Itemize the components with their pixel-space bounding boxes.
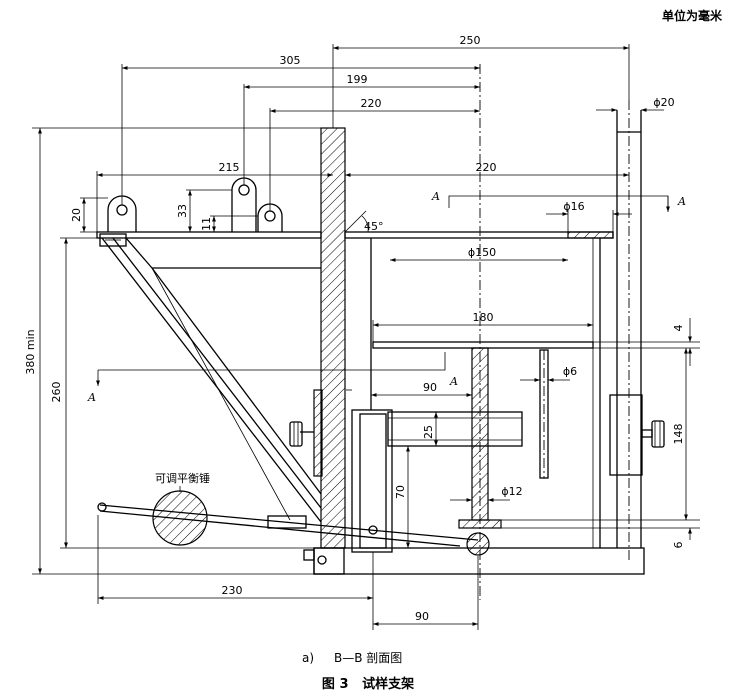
dim-180: 180 [473,311,494,324]
section-mark-a-3: A [449,375,458,388]
section-mark-a-2: A [677,195,686,208]
dim-90-mid: 90 [423,381,437,394]
dim-20: 20 [70,208,83,222]
dim-4: 4 [672,325,685,332]
dimension-lines [32,44,700,630]
figure-title: 图 3 试样支架 [322,676,414,692]
dim-148: 148 [672,424,685,445]
dim-380: 380 min [24,329,37,374]
dim-250: 250 [460,34,481,47]
dim-phi16: ϕ16 [563,200,584,213]
unit-note: 单位为毫米 [662,8,723,23]
section-mark-a-4: A [87,391,96,404]
wall-foot [303,547,345,575]
vertical-wall [320,44,346,549]
dim-45-angle: 45° [364,220,384,233]
counterweight: 可调平衡锤 [152,471,210,546]
dim-phi6: ϕ6 [563,365,577,378]
counterweight-label: 可调平衡锤 [155,471,210,485]
side-rods [370,238,601,548]
section-mark-a-1: A [431,190,440,203]
dim-220-mid: 220 [476,161,497,174]
lug-brackets [107,177,283,232]
dim-phi12: ϕ12 [501,485,522,498]
dim-220-top: 220 [361,97,382,110]
base-plate [32,547,645,575]
dim-33: 33 [176,204,189,218]
dim-305: 305 [280,54,301,67]
mid-plate [372,341,594,349]
dim-phi150: ϕ150 [468,246,496,259]
center-shaft [458,64,502,600]
dim-215: 215 [219,161,240,174]
sleeve-and-pin [289,349,549,553]
top-plate [96,231,614,247]
dim-70: 70 [394,485,407,499]
dim-phi20: ϕ20 [653,96,674,109]
diagonal-brace [101,237,322,523]
dim-230: 230 [222,584,243,597]
sub-title: B—B 剖面图 [334,651,402,665]
right-column [609,100,665,560]
section-cut-lines [96,195,670,386]
sub-label: a) [302,651,314,665]
dim-11: 11 [200,217,213,231]
dim-260: 260 [50,382,63,403]
dim-25: 25 [422,425,435,439]
dim-90-bot: 90 [415,610,429,623]
dim-6: 6 [672,542,685,549]
dim-199: 199 [347,73,368,86]
